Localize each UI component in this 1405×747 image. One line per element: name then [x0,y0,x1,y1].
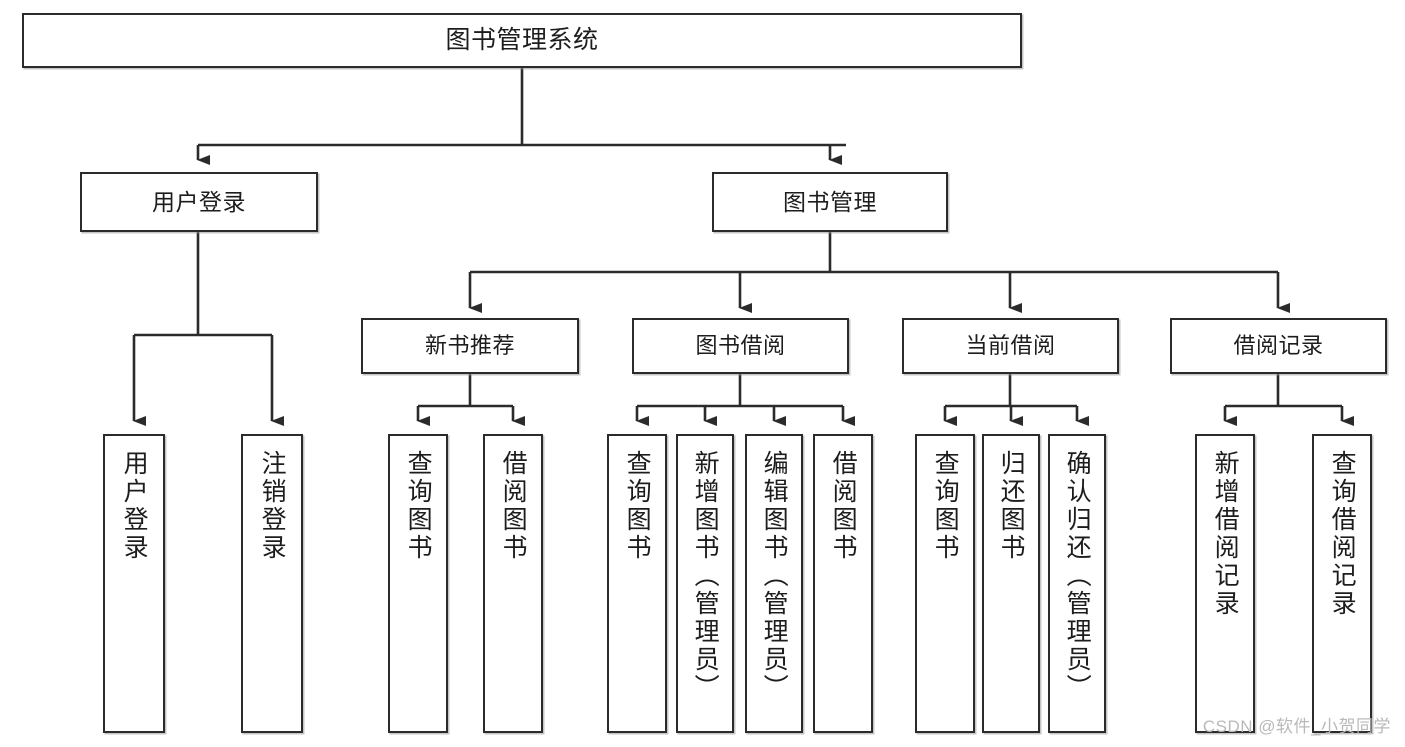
node-label: 图书借阅 [695,333,786,359]
node-user-login[interactable]: 用户登录 [80,172,318,232]
node-leaf-return-book[interactable]: 归还图书 [982,434,1040,733]
node-leaf-borrow-book-2[interactable]: 借阅图书 [813,434,873,733]
node-label: 新增借阅记录 [1211,450,1240,618]
node-label: 查询图书 [931,450,960,562]
node-new-book-recommend[interactable]: 新书推荐 [361,318,579,374]
node-label: 用户登录 [152,188,246,215]
node-book-management[interactable]: 图书管理 [712,172,948,232]
node-label: 新增图书（管理员） [691,450,720,702]
node-leaf-user-login[interactable]: 用户登录 [103,434,165,733]
node-leaf-logout-login[interactable]: 注销登录 [241,434,303,733]
node-label: 查询图书 [404,450,433,562]
node-book-borrow[interactable]: 图书借阅 [632,318,849,374]
node-label: 查询图书 [623,450,652,562]
node-label: 借阅图书 [829,450,858,562]
node-leaf-add-book[interactable]: 新增图书（管理员） [676,434,734,733]
node-label: 图书管理 [783,188,877,215]
node-label: 编辑图书（管理员） [760,450,789,702]
node-leaf-query-borrow-record[interactable]: 查询借阅记录 [1312,434,1372,733]
node-label: 借阅图书 [499,450,528,562]
node-leaf-query-book-2[interactable]: 查询图书 [607,434,667,733]
node-leaf-edit-book[interactable]: 编辑图书（管理员） [745,434,803,733]
node-leaf-query-book-3[interactable]: 查询图书 [915,434,975,733]
node-label: 当前借阅 [965,333,1056,359]
node-borrow-record[interactable]: 借阅记录 [1170,318,1387,374]
node-leaf-confirm-return[interactable]: 确认归还（管理员） [1048,434,1106,733]
node-label: 用户登录 [120,450,149,562]
node-label: 图书管理系统 [445,26,599,55]
node-label: 归还图书 [997,450,1026,562]
node-current-borrow[interactable]: 当前借阅 [902,318,1119,374]
node-leaf-borrow-book-1[interactable]: 借阅图书 [483,434,543,733]
node-label: 确认归还（管理员） [1063,450,1092,702]
node-leaf-add-borrow-record[interactable]: 新增借阅记录 [1195,434,1255,733]
node-label: 新书推荐 [424,333,515,359]
node-label: 查询借阅记录 [1328,450,1357,618]
node-label: 借阅记录 [1233,333,1324,359]
node-root-system[interactable]: 图书管理系统 [22,13,1022,68]
node-label: 注销登录 [258,450,287,562]
watermark-text: CSDN @软件_小贺同学 [1202,717,1391,736]
node-leaf-query-book-1[interactable]: 查询图书 [388,434,448,733]
